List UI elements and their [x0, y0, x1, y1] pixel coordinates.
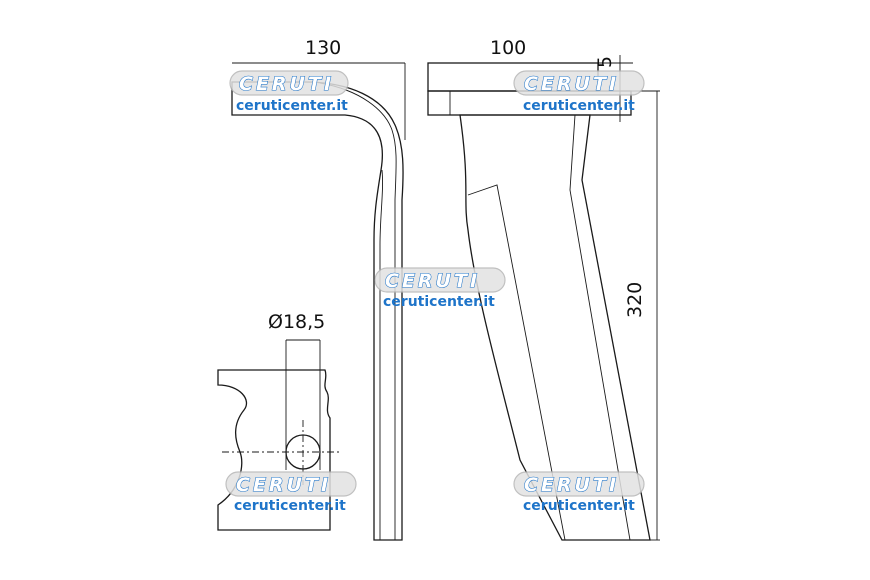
watermark-logo: CERUTI: [236, 474, 331, 496]
watermark-pill: [225, 471, 357, 497]
watermark-center: CERUTI ceruticenter.it: [374, 267, 506, 310]
watermark-top-right: CERUTI ceruticenter.it: [513, 70, 645, 114]
front-blade-inner: [569, 114, 631, 541]
side-blade-outline: [231, 81, 404, 541]
side-blade-edge-line: [379, 169, 384, 540]
dim-hole-diameter: Ø18,5: [268, 311, 325, 333]
dim-height: 320: [624, 282, 646, 318]
watermark-bottom-left: CERUTI ceruticenter.it: [225, 471, 357, 514]
watermark-pill: [513, 471, 645, 497]
front-blade-bevel: [467, 184, 566, 541]
watermark-pill: [374, 267, 506, 293]
watermark-url: ceruticenter.it: [523, 98, 635, 114]
watermark-pill: [229, 70, 349, 96]
dim-width-front: 100: [490, 37, 526, 59]
dim-width-side: 130: [305, 37, 341, 59]
watermark-top-left: CERUTI ceruticenter.it: [229, 70, 349, 114]
dim-thickness: 5: [594, 56, 616, 68]
watermark-url: ceruticenter.it: [236, 98, 348, 114]
watermark-logo: CERUTI: [524, 474, 619, 496]
side-blade-inner-line: [319, 82, 397, 540]
watermark-url: ceruticenter.it: [383, 294, 495, 310]
watermark-logo: CERUTI: [385, 270, 480, 292]
watermark-logo: CERUTI: [524, 73, 619, 95]
watermark-pill: [513, 70, 645, 96]
side-view: 130: [231, 37, 406, 541]
watermark-logo: CERUTI: [239, 73, 334, 95]
watermark-url: ceruticenter.it: [234, 498, 346, 514]
front-view: 100 5 320: [427, 37, 660, 541]
watermark-bottom-right: CERUTI ceruticenter.it: [513, 471, 645, 514]
watermark-url: ceruticenter.it: [523, 498, 635, 514]
